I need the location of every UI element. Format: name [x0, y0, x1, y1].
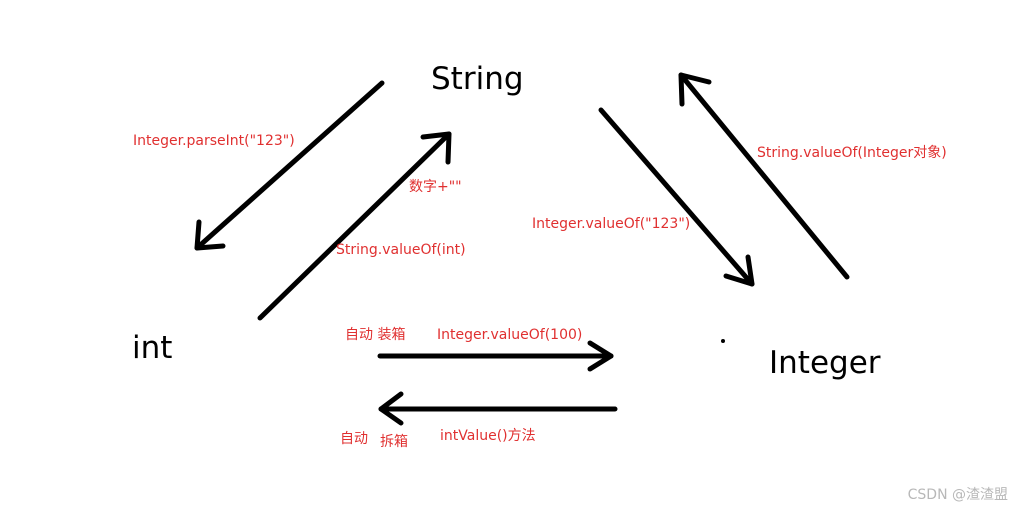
label-string-to-integer: Integer.valueOf("123") — [532, 216, 691, 232]
stray-dot — [721, 339, 725, 343]
label-unbox-part1: 自动 — [340, 431, 368, 447]
label-int-to-string-concat: 数字+"" — [409, 179, 462, 195]
label-string-to-int: Integer.parseInt("123") — [133, 133, 295, 149]
node-integer: Integer — [769, 345, 881, 381]
arrow-string-to-integer — [598, 107, 755, 287]
label-autobox: 自动 装箱 — [345, 327, 406, 343]
arrow-integer-to-string — [678, 72, 850, 280]
label-integer-to-string: String.valueOf(Integer对象) — [757, 145, 947, 161]
label-unbox-part2: 拆箱 — [380, 434, 408, 450]
arrow-int-to-integer — [377, 340, 614, 372]
watermark: CSDN @渣渣盟 — [907, 487, 1008, 503]
node-int: int — [132, 330, 173, 366]
label-int-to-string-valueof: String.valueOf(int) — [336, 242, 466, 258]
arrow-integer-to-int — [378, 391, 618, 426]
node-string: String — [431, 61, 524, 97]
arrow-string-to-int — [194, 80, 385, 251]
arrow-int-to-string — [257, 131, 452, 321]
label-integer-to-int: intValue()方法 — [440, 428, 536, 444]
label-int-to-integer: Integer.valueOf(100) — [437, 327, 583, 343]
